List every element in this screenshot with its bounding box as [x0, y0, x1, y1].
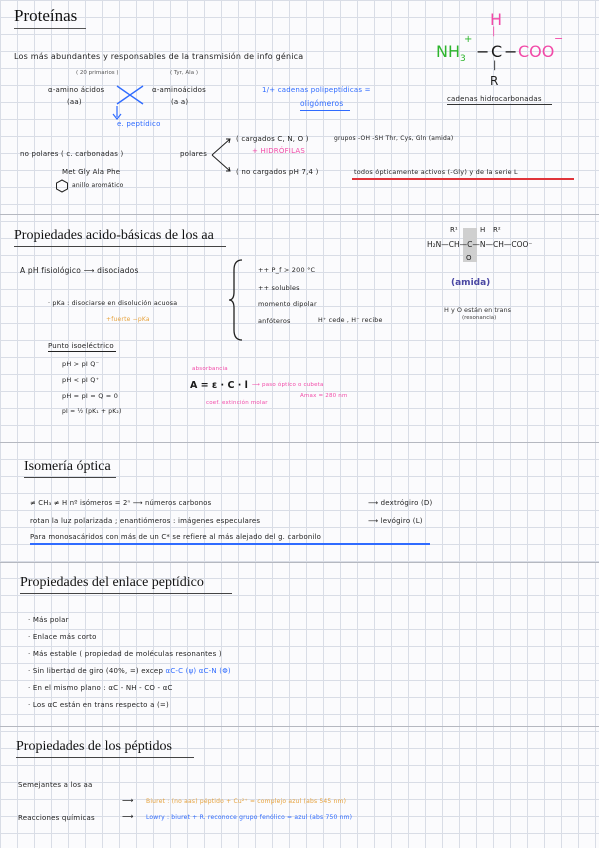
formula-bond-bottom: | — [493, 60, 497, 71]
lowry-arrow: ⟶ — [122, 812, 134, 821]
grupos: grupos -OH -SH Thr, Cys, Gln (amida) — [334, 135, 454, 142]
formula-bond-left: − — [476, 42, 490, 61]
oligomeros-underline — [300, 110, 350, 111]
met-gly-ala-phe: Met Gly Ala Phe — [62, 168, 121, 176]
isomeria-line-3-underline — [30, 543, 430, 545]
isomeria-line-3: Para monosacáridos con más de un C* se r… — [30, 533, 322, 541]
section-acid-base-underline — [14, 246, 226, 247]
page-title: Proteínas — [14, 6, 78, 25]
semejantes-aa: Semejantes a los aa — [18, 781, 93, 789]
anfoteros: anfóteros — [258, 317, 291, 325]
enlace-bullet-2: · Enlace más corto — [28, 633, 97, 641]
formula-coo: COO — [518, 42, 555, 61]
cadenas-hidrocarbonadas: cadenas hidrocarbonadas — [447, 95, 542, 103]
alpha-amino-acidos: α-amino ácidos — [48, 86, 105, 94]
enlace-bullet-6: · Los αC están en trans respecto a (=) — [28, 701, 169, 709]
enlace-bullet-4: · Sin libertad de giro (40%, =) excep αC… — [28, 667, 231, 675]
formula-plus: + — [464, 34, 473, 45]
section-peptidos-title: Propiedades de los péptidos — [16, 739, 172, 754]
enlace-bullet-3: · Más estable ( propiedad de moléculas r… — [28, 650, 222, 658]
coef-extincion: coef. extinción molar — [206, 400, 268, 406]
absorbancia-label: absorbancia — [192, 366, 228, 372]
ph-greater: pH > pI Q⁻ — [62, 360, 100, 368]
formula-bond-right: − — [504, 42, 518, 61]
hexagon-icon — [56, 179, 68, 193]
cadenas-underline — [447, 104, 552, 105]
biuret-line: Biuret : (no aas) péptido + Cu²⁺ = compl… — [146, 798, 347, 805]
punto-isoelectrico: Punto isoeléctrico — [48, 342, 114, 350]
no-polares: no polares ( c. carbonadas ) — [20, 150, 124, 158]
punto-iso-underline — [48, 351, 116, 352]
tyr-note: ( Tyr, Ala ) — [170, 70, 198, 76]
oligomeros: oligómeros — [300, 99, 344, 108]
ph-fisiologico: A pH fisiológico ⟶ disociados — [20, 266, 139, 275]
enlace-bullet-1: · Más polar — [28, 616, 69, 624]
isomeria-line-2: rotan la luz polarizada ; enantiómeros :… — [30, 517, 261, 525]
formula-bond-top: | — [492, 26, 496, 37]
chem-chain: H₂N—CH—C—N—CH—COO⁻ — [427, 240, 533, 249]
momento-dipolar: momento dipolar — [258, 300, 317, 308]
punto-fusion: ++ P_f > 200 °C — [258, 266, 316, 274]
section-isomeria-title: Isomería óptica — [24, 459, 111, 474]
chem-r1: R¹ — [450, 226, 458, 234]
divider-1 — [0, 214, 599, 215]
cross-arrows-icon — [116, 85, 144, 105]
section-peptidos-underline — [16, 757, 194, 758]
beer-lambert: A = ε · C · l — [190, 380, 248, 391]
aa-abbrev-2: (a a) — [171, 98, 189, 106]
reacciones-quimicas: Reacciones químicas — [18, 814, 95, 822]
h-cede-recibe: H⁺ cede , H⁻ recibe — [318, 317, 383, 324]
anillo-aromatico: anillo aromático — [72, 182, 124, 189]
section-enlace-title: Propiedades del enlace peptídico — [20, 575, 204, 590]
pka-line: · pKa : disociarse en disolución acuosa — [48, 300, 178, 307]
divider-3 — [0, 562, 599, 563]
formula-h: H — [490, 10, 503, 29]
dextrogiro: ⟶ dextrógiro (D) — [368, 499, 433, 507]
cadenas-polipeptidicas: 1/+ cadenas polipeptídicas = — [262, 86, 371, 94]
cargados: ( cargados C, N, O ) — [236, 135, 309, 143]
formula-minus: − — [554, 32, 564, 45]
amida-label: (amida) — [451, 278, 491, 288]
alpha-aminoacidos: α-aminoácidos — [152, 86, 206, 94]
peptide-bond-highlight — [463, 228, 477, 262]
formula-c: C — [491, 42, 503, 61]
chem-o: O — [466, 254, 472, 262]
amax: Amax = 280 nm — [300, 393, 348, 399]
title-underline — [14, 28, 86, 29]
optic-underline — [352, 178, 574, 180]
arrow-down-icon — [112, 106, 122, 120]
divider-4 — [0, 726, 599, 727]
formula-nh3: NH3 — [436, 42, 466, 65]
section-acid-base-title: Propiedades acido-básicas de los aa — [14, 228, 214, 243]
ph-equal: pH = pI = Q = 0 — [62, 392, 119, 400]
section-enlace-underline — [20, 593, 232, 594]
resonancia-note: (resonancia) — [462, 315, 497, 321]
section-isomeria-underline — [24, 477, 116, 478]
trans-note: H y O están en trans — [444, 306, 512, 314]
no-cargados: ( no cargados pH 7,4 ) — [236, 168, 319, 176]
lowry-line: Lowry : biuret + R. reconoce grupo fenól… — [146, 814, 353, 821]
chem-h1: H — [480, 226, 486, 234]
pi-formula: pI = ½ (pK₁ + pK₂) — [62, 408, 122, 415]
polares: polares — [180, 150, 208, 158]
intro-line: Los más abundantes y responsables de la … — [14, 52, 304, 61]
chem-r2: R² — [493, 226, 501, 234]
biuret-arrow: ⟶ — [122, 796, 134, 805]
levogiro: ⟶ levógiro (L) — [368, 517, 423, 525]
enlace-bullet-5: · En el mismo plano : αC - NH - CO - αC — [28, 684, 173, 692]
fuerte-pka: +fuerte −pKa — [106, 316, 150, 323]
primarios-note: ( 20 primarios ) — [76, 70, 119, 76]
isomeria-line-1: ≠ CH₃ ≠ H nº isómeros = 2ⁿ ⟶ números car… — [30, 499, 212, 507]
solubles: ++ solubles — [258, 284, 300, 292]
paso-optico: ⟶ paso óptico o cubeta — [252, 382, 324, 388]
divider-2 — [0, 442, 599, 443]
e-peptidico: e. peptídico — [117, 120, 161, 128]
ph-less: pH < pI Q⁺ — [62, 376, 100, 384]
opticamente-activos: todos ópticamente activos (-Gly) y de la… — [354, 168, 518, 176]
formula-r: R — [490, 74, 499, 88]
aa-abbrev-1: (aa) — [67, 98, 82, 106]
hidrofilas: + HIDRÓFILAS — [252, 147, 305, 155]
branch-arrows-icon — [211, 138, 231, 172]
brace-icon — [228, 259, 243, 341]
